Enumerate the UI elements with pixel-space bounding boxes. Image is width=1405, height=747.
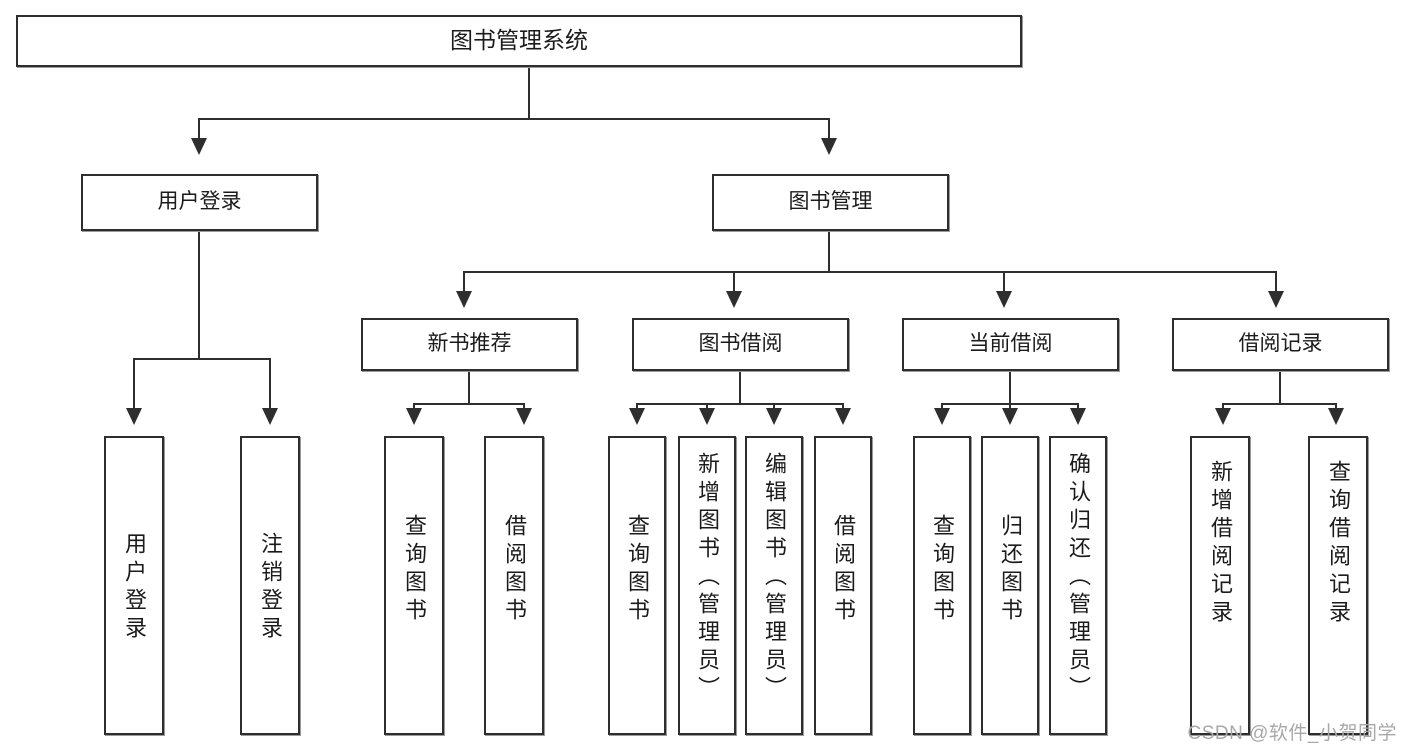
arrowhead-to-user-login: [191, 138, 207, 155]
connector-book-mgmt-b1: [463, 271, 465, 296]
node-label: 查询借阅记录: [1326, 460, 1351, 628]
csdn-watermark: CSDN @软件_小贺同学: [1187, 723, 1397, 744]
arrowhead-book-borrow-leaf-2: [699, 408, 715, 425]
node-label: 归还图书: [998, 514, 1023, 626]
node-label: 查询图书: [625, 514, 650, 626]
connector-book-mgmt-stem: [828, 231, 830, 272]
arrowhead-user-login-leaf-1: [126, 408, 142, 425]
connector-borrow-record-stem: [1279, 371, 1281, 404]
connector-user-login-bus: [133, 358, 271, 360]
node-label: 查询图书: [930, 514, 955, 626]
leaf-user-login-logout[interactable]: 注销登录: [240, 436, 300, 735]
arrowhead-new-book-leaf-2: [516, 408, 532, 425]
connector-root-to-user-login: [198, 118, 200, 143]
node-root-system[interactable]: 图书管理系统: [16, 15, 1022, 67]
node-label: 借阅图书: [502, 514, 527, 626]
arrowhead-to-book-borrow: [726, 291, 742, 308]
leaf-borrow-record-add[interactable]: 新增借阅记录: [1190, 436, 1250, 735]
arrowhead-book-borrow-leaf-3: [766, 408, 782, 425]
node-label: 借阅记录: [1238, 332, 1323, 356]
node-new-book-recommend[interactable]: 新书推荐: [361, 318, 578, 371]
leaf-book-borrow-edit[interactable]: 编辑图书（管理员）: [745, 436, 803, 735]
arrowhead-book-borrow-leaf-4: [835, 408, 851, 425]
connector-root-bus: [198, 118, 830, 120]
connector-book-mgmt-b2: [733, 271, 735, 296]
node-label: 借阅图书: [831, 514, 856, 626]
arrowhead-to-book-mgmt: [821, 138, 837, 155]
node-label: 新增图书（管理员）: [695, 452, 720, 704]
arrowhead-to-new-book: [456, 291, 472, 308]
leaf-current-borrow-return[interactable]: 归还图书: [981, 436, 1039, 735]
arrowhead-current-borrow-leaf-2: [1002, 408, 1018, 425]
arrowhead-book-borrow-leaf-1: [629, 408, 645, 425]
connector-book-borrow-stem: [739, 371, 741, 404]
leaf-new-book-query[interactable]: 查询图书: [384, 436, 444, 735]
arrowhead-current-borrow-leaf-3: [1070, 408, 1086, 425]
connector-book-mgmt-bus: [463, 271, 1277, 273]
node-label: 新增借阅记录: [1208, 460, 1233, 628]
connector-book-mgmt-b4: [1275, 271, 1277, 296]
connector-root-stem: [528, 67, 530, 119]
connector-book-borrow-bus: [636, 403, 844, 405]
arrowhead-borrow-record-leaf-2: [1328, 408, 1344, 425]
node-label: 用户登录: [122, 532, 147, 644]
leaf-current-borrow-confirm[interactable]: 确认归还（管理员）: [1049, 436, 1107, 735]
connector-new-book-bus: [413, 403, 525, 405]
arrowhead-to-current-borrow: [996, 291, 1012, 308]
node-label: 查询图书: [402, 514, 427, 626]
node-user-login[interactable]: 用户登录: [81, 174, 318, 231]
connector-root-to-book-mgmt: [828, 118, 830, 143]
leaf-book-borrow-add[interactable]: 新增图书（管理员）: [678, 436, 736, 735]
connector-new-book-stem: [468, 371, 470, 404]
leaf-new-book-borrow[interactable]: 借阅图书: [484, 436, 544, 735]
arrowhead-new-book-leaf-1: [406, 408, 422, 425]
connector-user-login-right: [269, 358, 271, 413]
node-label: 图书管理: [788, 190, 873, 214]
leaf-current-borrow-query[interactable]: 查询图书: [913, 436, 971, 735]
node-current-borrow[interactable]: 当前借阅: [902, 318, 1119, 371]
connector-book-mgmt-b3: [1003, 271, 1005, 296]
arrowhead-to-borrow-record: [1268, 291, 1284, 308]
connector-borrow-record-bus: [1222, 403, 1337, 405]
leaf-book-borrow-borrow[interactable]: 借阅图书: [814, 436, 872, 735]
node-label: 用户登录: [157, 190, 242, 214]
node-label: 当前借阅: [968, 332, 1053, 356]
node-label: 新书推荐: [427, 332, 512, 356]
node-book-borrow[interactable]: 图书借阅: [632, 318, 849, 371]
leaf-user-login-login[interactable]: 用户登录: [104, 436, 164, 735]
arrowhead-current-borrow-leaf-1: [934, 408, 950, 425]
connector-user-login-stem: [198, 231, 200, 359]
node-label: 注销登录: [258, 532, 283, 644]
arrowhead-borrow-record-leaf-1: [1215, 408, 1231, 425]
node-label: 确认归还（管理员）: [1066, 452, 1091, 704]
leaf-book-borrow-query[interactable]: 查询图书: [608, 436, 666, 735]
arrowhead-user-login-leaf-2: [262, 408, 278, 425]
node-borrow-record[interactable]: 借阅记录: [1172, 318, 1389, 371]
connector-current-borrow-stem: [1009, 371, 1011, 404]
leaf-borrow-record-query[interactable]: 查询借阅记录: [1308, 436, 1368, 735]
node-label: 编辑图书（管理员）: [762, 452, 787, 704]
node-book-management[interactable]: 图书管理: [712, 174, 949, 231]
node-label: 图书借阅: [698, 332, 783, 356]
connector-user-login-left: [133, 358, 135, 413]
node-label: 图书管理系统: [450, 27, 588, 54]
